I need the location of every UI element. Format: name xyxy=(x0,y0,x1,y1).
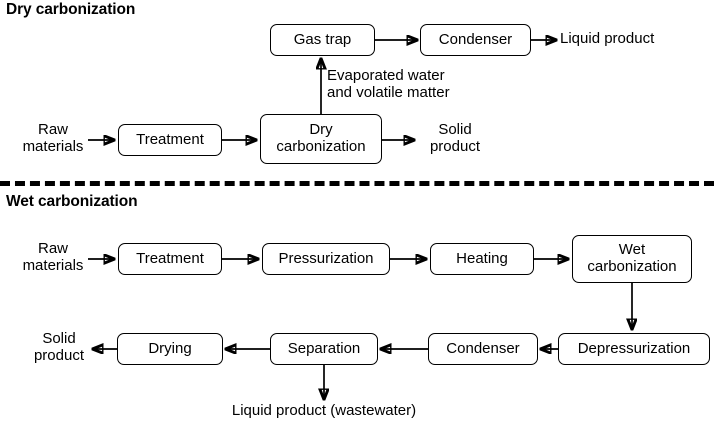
wet-carbonization-heading: Wet carbonization xyxy=(6,193,138,210)
node-dry-carbonization[interactable]: Dry carbonization xyxy=(260,114,382,164)
label-raw-materials-wet: Raw materials xyxy=(22,240,84,275)
node-drying[interactable]: Drying xyxy=(117,333,223,365)
label-evaporated-water-and-volatile-matter: Evaporated water and volatile matter xyxy=(327,67,450,102)
node-wet-carbonization[interactable]: Wet carbonization xyxy=(572,235,692,283)
label-liquid-product-dry: Liquid product xyxy=(560,30,655,47)
node-separation[interactable]: Separation xyxy=(270,333,378,365)
node-pressurization[interactable]: Pressurization xyxy=(262,243,390,275)
node-heating[interactable]: Heating xyxy=(430,243,534,275)
node-condenser-wet[interactable]: Condenser xyxy=(428,333,538,365)
label-raw-materials-dry: Raw materials xyxy=(22,121,84,156)
node-treatment-dry[interactable]: Treatment xyxy=(118,124,222,156)
label-solid-product-wet: Solid product xyxy=(33,330,85,365)
label-liquid-product-wastewater: Liquid product (wastewater) xyxy=(231,402,417,419)
section-divider xyxy=(0,181,714,186)
node-condenser-dry[interactable]: Condenser xyxy=(420,24,531,56)
label-solid-product-dry: Solid product xyxy=(429,121,481,156)
node-treatment-wet[interactable]: Treatment xyxy=(118,243,222,275)
node-depressurization[interactable]: Depressurization xyxy=(558,333,710,365)
dry-carbonization-heading: Dry carbonization xyxy=(6,1,136,18)
node-gas-trap[interactable]: Gas trap xyxy=(270,24,375,56)
